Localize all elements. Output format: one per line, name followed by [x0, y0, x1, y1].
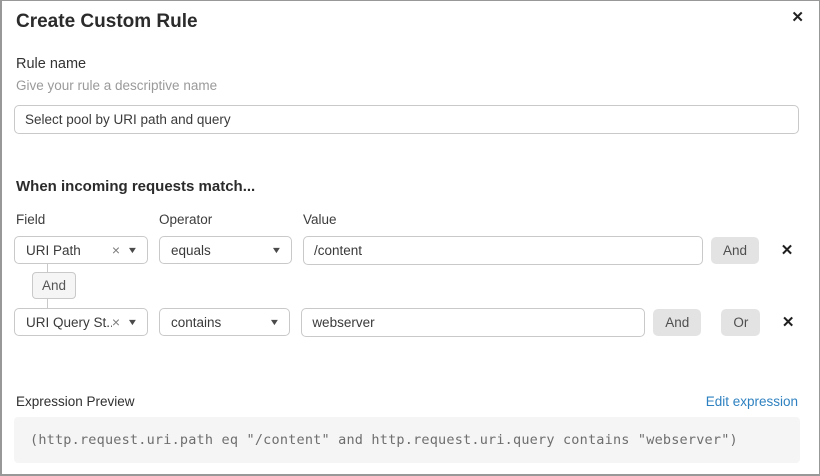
field-column-label: Field [16, 212, 46, 227]
expression-preview-header: Expression Preview Edit expression [14, 394, 798, 409]
or-button-row-2[interactable]: Or [721, 308, 761, 336]
condition-column-labels: Field Operator Value [14, 211, 798, 228]
operator-select-2[interactable]: contains ▼ [159, 308, 291, 336]
field-select-1-value: URI Path [26, 242, 81, 258]
close-icon[interactable]: ✕ [791, 9, 804, 26]
chevron-down-icon: ▼ [126, 244, 139, 255]
operator-column-label: Operator [159, 212, 213, 227]
value-column-label: Value [303, 212, 337, 227]
rule-name-input[interactable] [14, 105, 799, 134]
expression-code-block: (http.request.uri.path eq "/content" and… [14, 417, 800, 463]
remove-condition-1-icon[interactable]: ✕ [780, 241, 794, 259]
rule-name-label: Rule name [16, 56, 87, 72]
clear-icon[interactable]: × [111, 314, 121, 330]
edit-expression-link[interactable]: Edit expression [705, 394, 798, 409]
value-input-2[interactable] [301, 307, 646, 337]
remove-condition-2-icon[interactable]: ✕ [781, 313, 795, 331]
rule-name-helper-text: Give your rule a descriptive name [16, 78, 218, 93]
chevron-down-icon: ▼ [270, 244, 283, 255]
condition-row-1: URI Path × ▼ equals ▼ And ✕ [14, 235, 798, 265]
and-button-row-1[interactable]: And [711, 236, 760, 264]
condition-row-2: URI Query St... × ▼ contains ▼ And Or ✕ [14, 307, 798, 337]
field-select-2[interactable]: URI Query St... × ▼ [14, 308, 148, 336]
field-select-1[interactable]: URI Path × ▼ [14, 236, 148, 264]
clear-icon[interactable]: × [111, 242, 121, 258]
chevron-down-icon: ▼ [269, 316, 281, 327]
and-button-row-2[interactable]: And [653, 308, 702, 336]
match-section-heading: When incoming requests match... [16, 178, 256, 195]
connector-and-badge: And [32, 272, 77, 299]
expression-preview-label: Expression Preview [16, 394, 135, 409]
rule-name-section: Rule name Give your rule a descriptive n… [14, 55, 799, 134]
operator-select-1-value: equals [171, 242, 211, 258]
operator-select-2-value: contains [171, 314, 222, 330]
value-input-1[interactable] [303, 235, 703, 265]
condition-connector: And [14, 264, 798, 308]
chevron-down-icon: ▼ [126, 316, 139, 327]
operator-select-1[interactable]: equals ▼ [159, 236, 292, 264]
field-select-2-value: URI Query St... [26, 314, 112, 330]
dialog-title: Create Custom Rule [16, 11, 198, 32]
